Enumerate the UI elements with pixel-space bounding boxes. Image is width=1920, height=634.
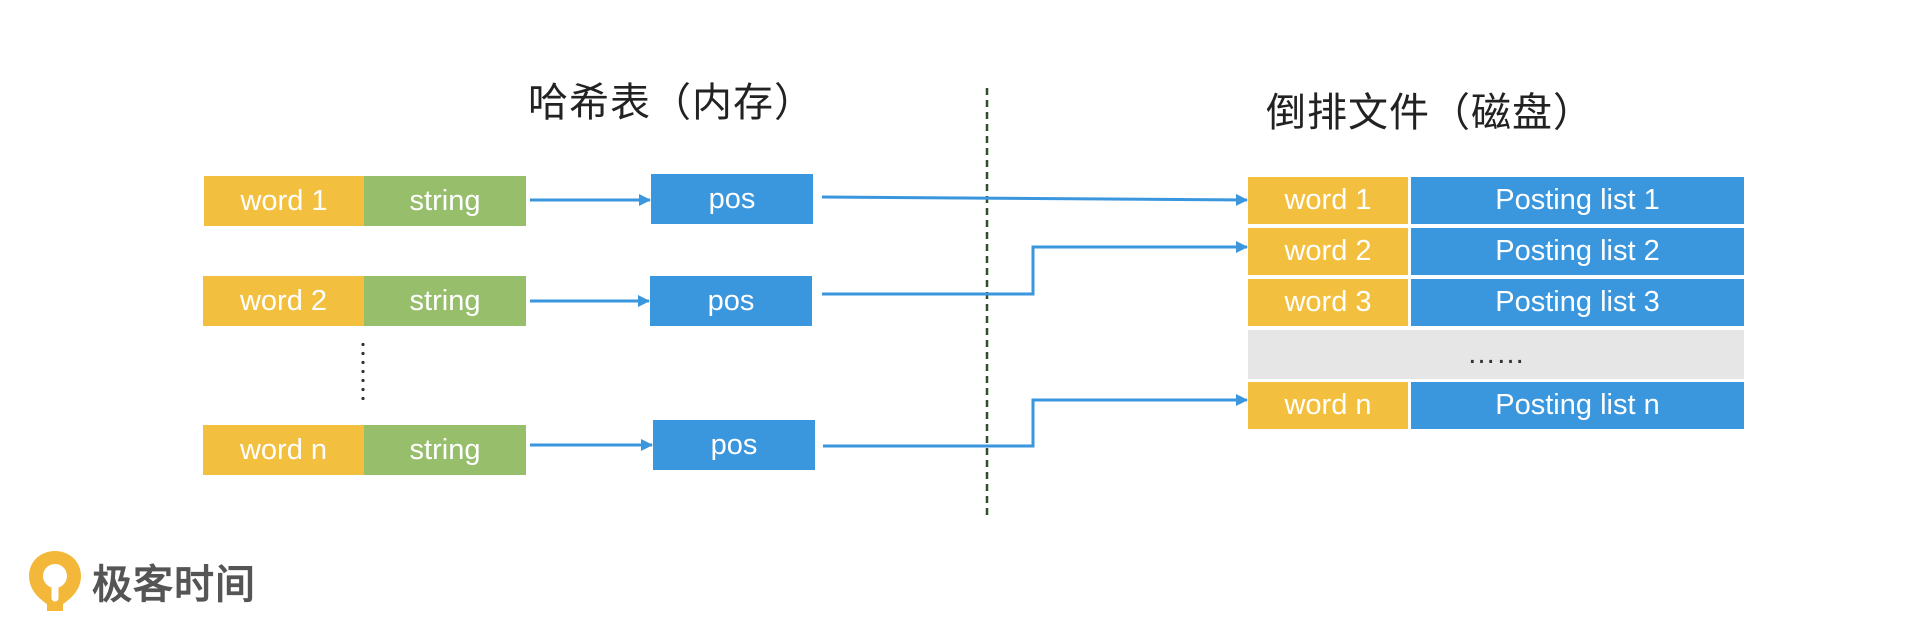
posting-row-2-word: word 2 [1248, 228, 1408, 275]
posting-ellipsis-label: …… [1467, 338, 1525, 370]
posting-row-3-word: word 3 [1248, 279, 1408, 326]
posting-row-n-word: word n [1248, 382, 1408, 429]
hash-row-2-pos: pos [650, 276, 812, 326]
posting-row-1-word: word 1 [1248, 177, 1408, 224]
vertical-ellipsis [361, 340, 365, 402]
hash-row-2-word: word 2 [203, 276, 364, 326]
posting-row-1-list: Posting list 1 [1411, 177, 1744, 224]
geektime-logo: 极客时间 [26, 548, 256, 614]
arrow-pos-1-to-posting-1 [821, 193, 1248, 206]
arrow-pos-n-to-posting-n [823, 394, 1248, 448]
posting-ellipsis-row: …… [1248, 330, 1744, 379]
inverted-file-title: 倒排文件（磁盘） [1266, 90, 1594, 136]
posting-row-3-list: Posting list 3 [1411, 279, 1744, 326]
hash-row-n-word: word n [203, 425, 364, 475]
hash-row-2-value: string [364, 276, 526, 326]
geektime-logo-text: 极客时间 [92, 562, 256, 608]
hash-row-n-value: string [364, 425, 526, 475]
hash-table-title: 哈希表（内存） [528, 80, 815, 126]
hash-row-n-pos: pos [653, 420, 815, 470]
arrow-pos-2-to-posting-2 [822, 241, 1248, 296]
hash-row-1-word: word 1 [204, 176, 364, 226]
hash-row-1-pos: pos [651, 174, 813, 224]
geektime-logo-icon [29, 551, 81, 611]
posting-row-n-list: Posting list n [1411, 382, 1744, 429]
posting-row-2-list: Posting list 2 [1411, 228, 1744, 275]
hash-row-1-value: string [364, 176, 526, 226]
